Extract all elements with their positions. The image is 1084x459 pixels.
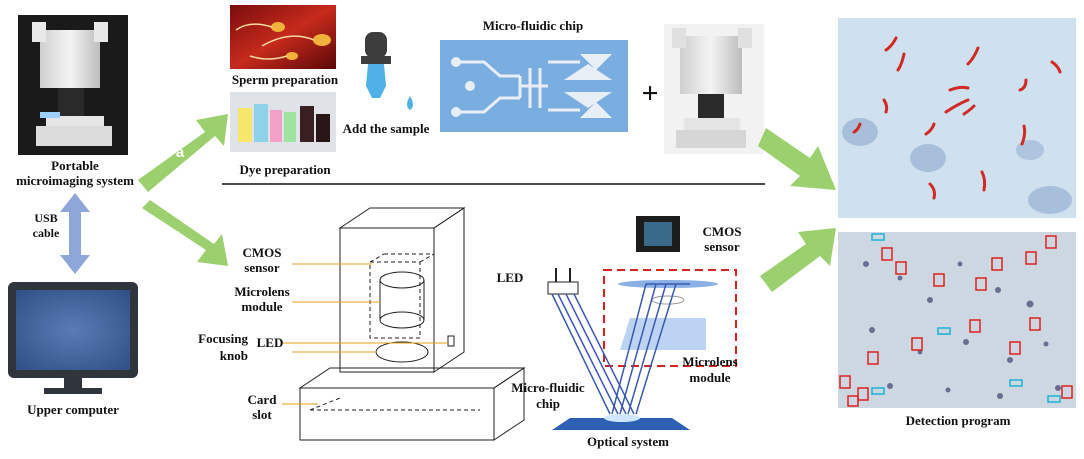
- upper-computer-label: Upper computer: [27, 402, 119, 417]
- optical-system-label: Optical system: [587, 434, 669, 449]
- focusing-label-line2: knob: [220, 348, 248, 363]
- usb-label-line1: USB: [34, 211, 57, 225]
- micrograph-stained: [838, 18, 1076, 218]
- chip-optical-line1: Micro-fluidic: [511, 380, 585, 395]
- focusing-label-line1: Focusing: [198, 331, 248, 346]
- dye-prep-label: Dye preparation: [239, 162, 331, 177]
- cmos-optical-line1: CMOS: [703, 224, 742, 239]
- portable-label-line2: microimaging system: [16, 173, 134, 188]
- dropper-icon: [361, 32, 413, 110]
- portable-label-line1: Portable: [51, 158, 99, 173]
- led-label: LED: [257, 335, 284, 350]
- arrow-a: [138, 114, 228, 192]
- card-label-line1: Card: [248, 392, 278, 407]
- arrow-top-right: [758, 128, 836, 190]
- dye-bottles-photo: [230, 92, 336, 152]
- chip-title-label: Micro-fluidic chip: [483, 18, 584, 33]
- device-photo-right: [664, 24, 764, 154]
- microlens-optical-line2: module: [689, 370, 730, 385]
- cmos-label-line1: CMOS: [243, 245, 282, 260]
- microlens-label-line1: Microlens: [234, 284, 289, 299]
- chip-optical-line2: chip: [536, 396, 560, 411]
- device-schematic: [298, 207, 526, 441]
- usb-label-line2: cable: [33, 226, 60, 240]
- monitor-icon: [8, 282, 138, 394]
- card-label-line2: slot: [252, 407, 272, 422]
- cmos-optical-line2: sensor: [704, 239, 740, 254]
- sperm-prep-label: Sperm preparation: [232, 72, 339, 87]
- schematic-leaders: [282, 263, 448, 405]
- branch-b-label: b: [175, 229, 184, 246]
- microlens-label-line2: module: [241, 299, 282, 314]
- usb-double-arrow: [60, 193, 90, 274]
- micrograph-detection: [838, 232, 1076, 408]
- detection-program-label: Detection program: [906, 413, 1011, 428]
- add-sample-label: Add the sample: [343, 121, 430, 136]
- branch-a-label: a: [176, 144, 185, 161]
- cmos-label-line2: sensor: [244, 260, 280, 275]
- microlens-optical-line1: Microlens: [682, 354, 737, 369]
- optical-system: [547, 216, 737, 430]
- plus-sign: +: [641, 77, 658, 110]
- portable-device-photo: [18, 15, 128, 155]
- microfluidic-chip-graphic: [440, 40, 628, 132]
- led-optical-label: LED: [497, 270, 524, 285]
- sperm-photo: [230, 5, 336, 69]
- arrow-b: [142, 200, 228, 266]
- arrow-bottom-right: [760, 228, 836, 292]
